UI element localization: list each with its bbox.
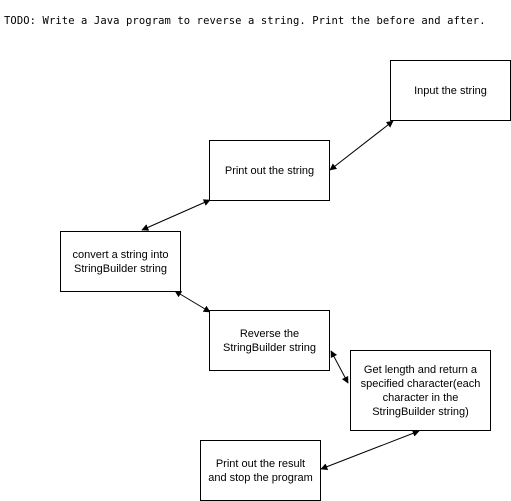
node-reverse-stringbuilder: Reverse the StringBuilder string	[209, 310, 330, 371]
node-print-original-label: Print out the string	[224, 164, 315, 177]
edge-convert-reverse	[174, 290, 211, 313]
todo-comment: TODO: Write a Java program to reverse a …	[4, 15, 486, 27]
node-convert-stringbuilder: convert a string into StringBuilder stri…	[60, 231, 181, 292]
node-print-result-label: Print out the result and stop the progra…	[208, 457, 313, 484]
node-get-character-label: Get length and return a specified charac…	[360, 363, 481, 418]
edge-char-at-print-result	[320, 430, 420, 470]
node-get-character: Get length and return a specified charac…	[350, 350, 491, 431]
edge-input-print-original	[329, 120, 394, 171]
node-input-string-label: Input the string	[414, 84, 487, 97]
node-convert-stringbuilder-label: convert a string into StringBuilder stri…	[72, 248, 169, 275]
node-reverse-stringbuilder-label: Reverse the StringBuilder string	[223, 327, 316, 354]
edge-print-original-convert	[141, 199, 211, 231]
node-print-original: Print out the string	[209, 140, 330, 201]
node-print-result: Print out the result and stop the progra…	[200, 440, 321, 501]
edge-reverse-char-at	[330, 350, 349, 384]
node-input-string: Input the string	[390, 60, 511, 121]
